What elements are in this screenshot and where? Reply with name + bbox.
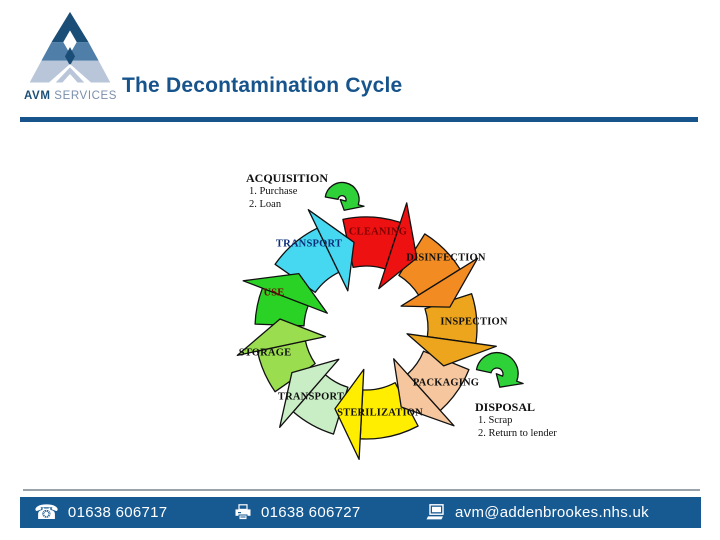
cycle-arrow-head-packaging (393, 358, 455, 427)
cycle-arrow-head-sterilization (334, 368, 365, 461)
disposal-title: DISPOSAL (475, 400, 536, 414)
disposal-note: DISPOSAL 1. Scrap 2. Return to lender (475, 401, 557, 440)
cycle-arrow-head-transport-return (279, 358, 340, 428)
email-address: avm@addenbrookes.nhs.uk (455, 504, 649, 521)
avm-logo: AVM SERVICES (24, 6, 116, 104)
cycle-arrow-head-use (242, 272, 328, 314)
cycle-arrow-head-inspection (406, 333, 497, 367)
avm-logo-text: AVM SERVICES (24, 90, 116, 102)
acquisition-item-2: 2. Loan (249, 199, 282, 210)
cycle-arrow-head-disinfection (400, 257, 479, 308)
fax-number: 01638 606727 (261, 504, 361, 521)
acquisition-note: ACQUISITION 1. Purchase 2. Loan (246, 172, 328, 211)
cycle-label-storage: STORAGE (238, 347, 292, 359)
footer-email: avm@addenbrookes.nhs.uk (426, 497, 649, 528)
cycle-label-use: USE (263, 287, 285, 299)
footer-contact-bar: ☎ 01638 606717 01638 606727 avm@addenbro… (20, 497, 701, 528)
cycle-arrow-head-transport-supply (307, 209, 355, 292)
acquisition-title: ACQUISITION (246, 171, 329, 185)
disposal-exit-arrow (475, 351, 524, 388)
title-divider (20, 117, 698, 122)
acquisition-item-1: 1. Purchase (249, 186, 298, 197)
disposal-item-2: 2. Return to lender (478, 428, 557, 439)
acquisition-entry-arrow (324, 181, 365, 211)
phone-number: 01638 606717 (67, 504, 168, 521)
page-title: The Decontamination Cycle (122, 74, 403, 97)
fax-icon (235, 504, 251, 521)
computer-icon (426, 504, 444, 520)
cycle-label-cleaning: CLEANING (348, 226, 408, 238)
cycle-label-disinfection: DISINFECTION (406, 252, 486, 264)
footer-fax: 01638 606727 (234, 497, 361, 528)
footer-divider (23, 489, 700, 491)
cycle-arrow-head-cleaning (378, 202, 418, 290)
cycle-label-transport-supply: TRANSPORT (275, 238, 343, 250)
footer-phone: ☎ 01638 606717 (34, 497, 167, 528)
cycle-label-inspection: INSPECTION (440, 316, 508, 328)
cycle-label-transport-return: TRANSPORT (277, 391, 345, 403)
cycle-label-sterilization: STERILIZATION (337, 407, 423, 419)
disposal-item-1: 1. Scrap (478, 415, 513, 426)
logo-text-avm: AVM (24, 90, 51, 102)
cycle-label-packaging: PACKAGING (412, 377, 480, 389)
cycle-arrow-head-storage (236, 318, 327, 357)
logo-text-services: SERVICES (50, 90, 118, 102)
phone-icon: ☎ (34, 499, 59, 524)
avm-logo-icon (29, 11, 111, 83)
